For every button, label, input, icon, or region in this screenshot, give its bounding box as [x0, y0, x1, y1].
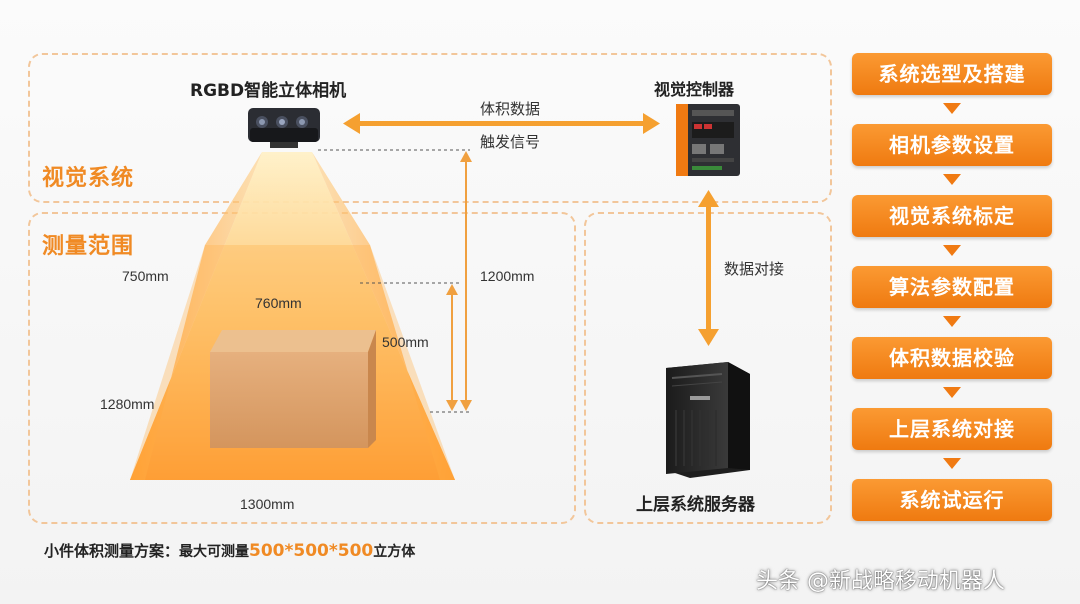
controller-server-arrow	[698, 190, 719, 346]
vision-controller-icon	[676, 104, 740, 176]
camera-controller-arrow	[343, 113, 660, 134]
dim-box-width: 760mm	[255, 295, 302, 311]
measurement-diagram	[130, 104, 750, 480]
caption-prefix: 小件体积测量方案：	[44, 542, 180, 560]
dim-box-height: 500mm	[382, 334, 429, 350]
workflow-step-2: 相机参数设置	[852, 124, 1052, 166]
workflow-arrow-icon	[943, 174, 961, 185]
controller-label: 视觉控制器	[654, 80, 735, 99]
dim-bottom-width: 1300mm	[240, 496, 295, 512]
workflow-arrow-icon	[943, 458, 961, 469]
caption-suffix: 立方体	[373, 544, 416, 560]
caption-middle: 最大可测量	[179, 544, 250, 560]
volume-data-label: 体积数据	[480, 100, 541, 118]
dim-mid-width: 1280mm	[100, 396, 155, 412]
workflow-step-7: 系统试运行	[852, 479, 1052, 521]
measurement-range-title: 测量范围	[42, 234, 135, 259]
data-integration-label: 数据对接	[724, 260, 785, 278]
watermark: 头条 @新战略移动机器人	[756, 569, 1005, 594]
rgbd-camera-icon	[248, 108, 320, 148]
workflow-arrow-icon	[943, 387, 961, 398]
workflow-arrow-icon	[943, 316, 961, 327]
trigger-signal-label: 触发信号	[480, 133, 541, 151]
caption-highlight: 500*500*500	[249, 541, 374, 561]
workflow-step-3: 视觉系统标定	[852, 195, 1052, 237]
dim-height-total: 1200mm	[480, 268, 535, 284]
workflow-step-1: 系统选型及搭建	[852, 53, 1052, 95]
height-500-arrow	[446, 284, 458, 411]
workflow-arrow-icon	[943, 103, 961, 114]
dim-top-width: 750mm	[122, 268, 169, 284]
server-tower-icon	[666, 362, 750, 478]
workflow-step-5: 体积数据校验	[852, 337, 1052, 379]
vision-system-title: 视觉系统	[42, 166, 135, 191]
vision-system-region	[28, 53, 832, 203]
workflow-arrow-icon	[943, 245, 961, 256]
server-label: 上层系统服务器	[636, 495, 755, 515]
height-1200-arrow	[460, 151, 472, 411]
workflow-step-6: 上层系统对接	[852, 408, 1052, 450]
carton-box	[210, 330, 376, 448]
workflow-step-4: 算法参数配置	[852, 266, 1052, 308]
camera-label: RGBD智能立体相机	[190, 81, 347, 101]
solution-caption: 小件体积测量方案：最大可测量500*500*500立方体	[44, 540, 415, 561]
